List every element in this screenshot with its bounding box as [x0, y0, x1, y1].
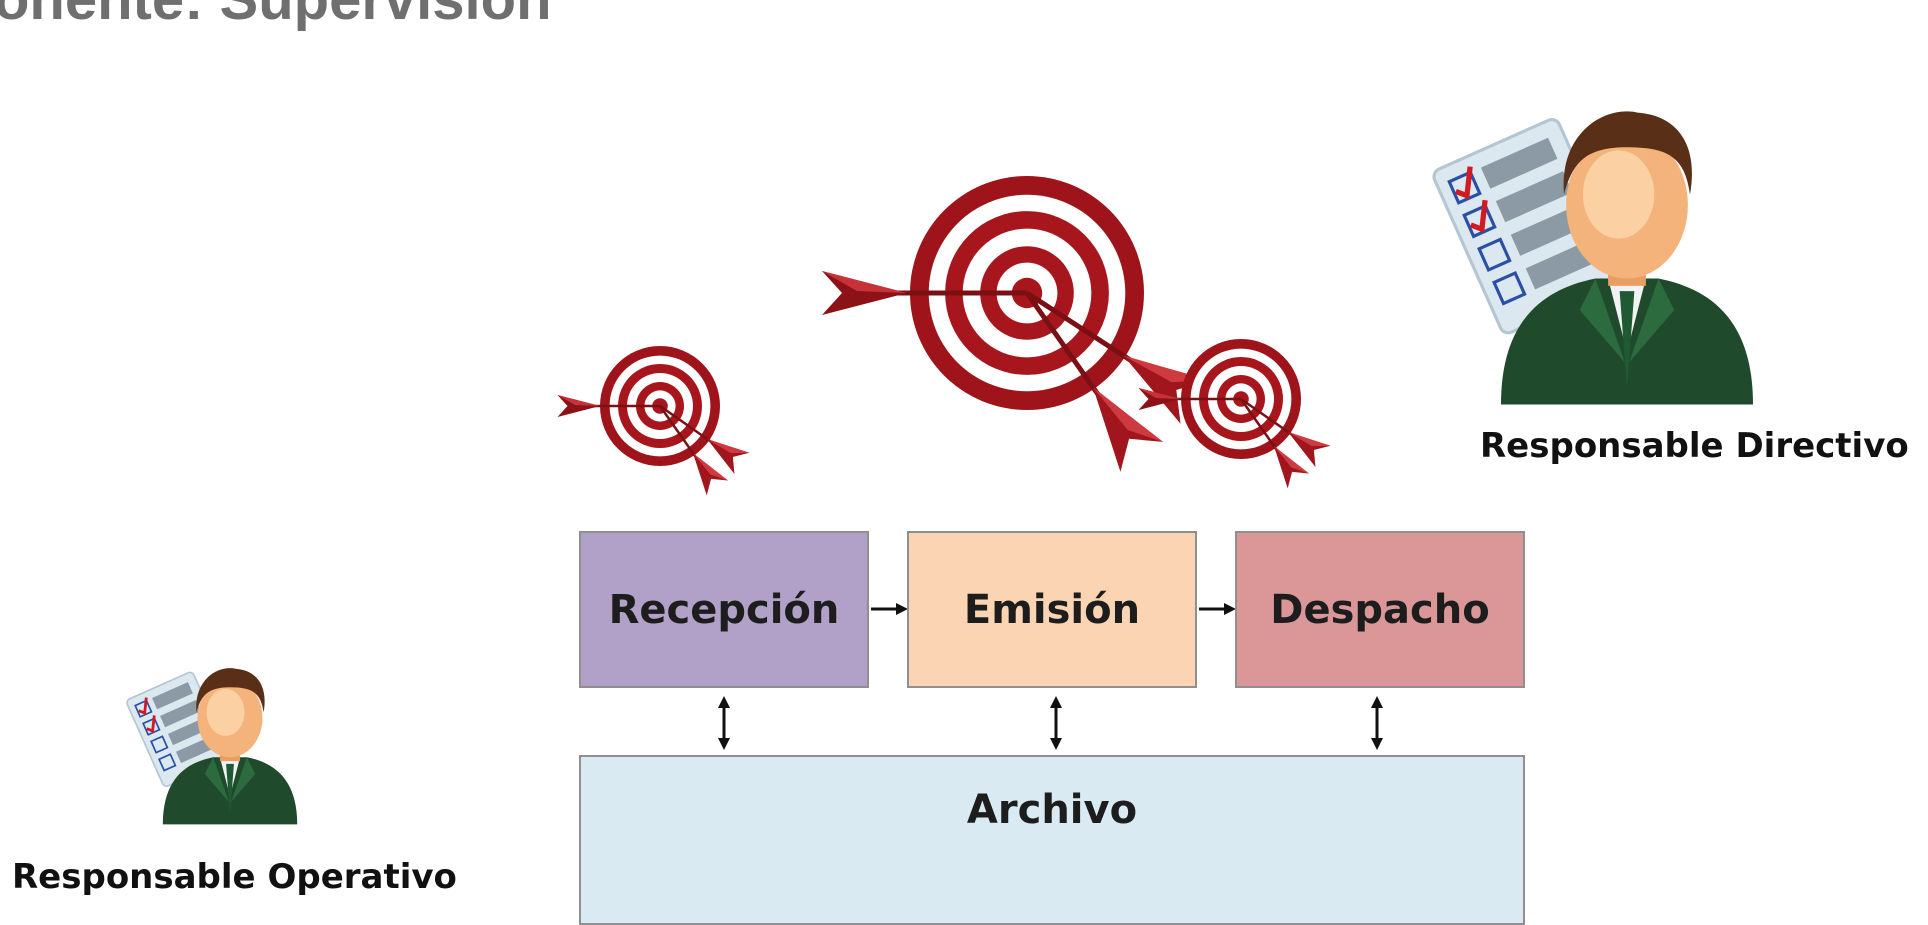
- step-emision: Emisión: [907, 531, 1197, 688]
- target-with-arrows-icon: [822, 176, 1209, 472]
- manager-with-checklist-icon: [124, 666, 299, 826]
- step-recepcion: Recepción: [579, 531, 869, 688]
- bidirectional-arrow: [718, 696, 730, 750]
- flow-arrow: [871, 603, 908, 615]
- role-label-directivo: Responsable Directivo: [1480, 426, 1909, 466]
- target-with-arrows-icon: [1137, 339, 1332, 490]
- slide-title: onente: Supervisión: [0, 0, 552, 33]
- target-with-arrows-icon: [556, 346, 751, 497]
- step-despacho: Despacho: [1235, 531, 1525, 688]
- bidirectional-arrow: [1050, 696, 1062, 750]
- storage-archivo: Archivo: [579, 755, 1525, 925]
- bidirectional-arrow: [1371, 696, 1383, 750]
- role-label-operativo: Responsable Operativo: [12, 857, 457, 897]
- manager-with-checklist-icon: [1431, 111, 1753, 404]
- flow-arrow: [1199, 603, 1236, 615]
